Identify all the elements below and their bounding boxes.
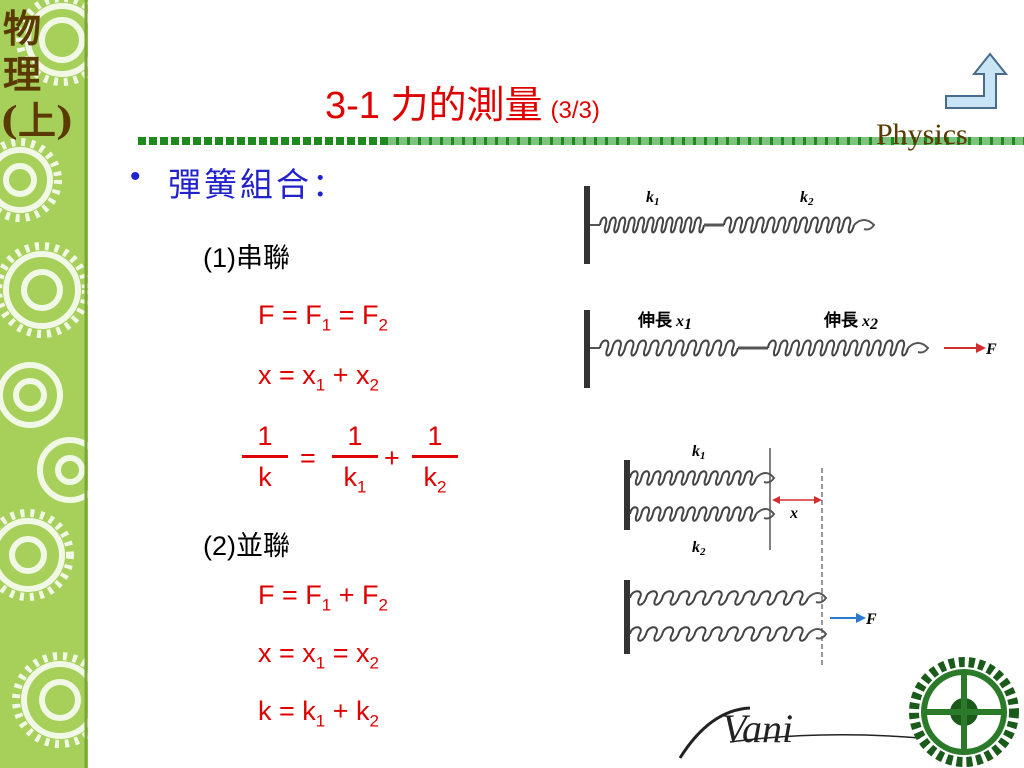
gear-pattern-decoration: [0, 0, 88, 768]
spring-stretched-1: [599, 339, 739, 357]
parallel-springs-diagram: k1 x k2 F: [624, 443, 877, 668]
brand-label: Physics: [876, 118, 968, 151]
parallel-spring-constant-equation: k = k1 + k2: [258, 696, 379, 731]
parallel-label: (2)並聯: [203, 531, 290, 561]
parallel-spring-bottom-1: [629, 590, 809, 606]
plus-sign: +: [384, 443, 400, 473]
label-force: F: [985, 341, 997, 358]
label-force: F: [865, 611, 877, 628]
bullet-marker: •: [130, 160, 141, 193]
logo-text: Vani: [722, 706, 793, 751]
series-force-equation: F = F1 = F2: [258, 300, 388, 335]
label-x: x: [789, 505, 798, 522]
equals-sign: =: [300, 443, 316, 473]
parallel-spring-bottom-2: [629, 626, 809, 642]
parallel-spring-top-1: [629, 470, 757, 486]
label-k1: k1: [646, 189, 660, 208]
label-k2: k2: [692, 539, 706, 558]
parallel-spring-top-2: [629, 506, 757, 522]
parallel-force-equation: F = F1 + F2: [258, 580, 388, 615]
sidebar-title: 物理(上): [0, 6, 74, 143]
return-arrow-icon[interactable]: [938, 50, 1008, 112]
left-gear-strip: [0, 0, 88, 768]
gear-icon: [909, 657, 1019, 767]
slide-page-indicator: (3/3): [550, 97, 600, 124]
parallel-extension-equation: x = x1 = x2: [258, 638, 379, 673]
spring-k2: [723, 216, 855, 234]
spring-k1: [599, 216, 705, 234]
series-springs-diagram: k1 k2: [584, 186, 876, 264]
vani-logo: Vani: [678, 706, 921, 759]
series-label: (1)串聯: [203, 243, 290, 273]
title-divider-light: [388, 137, 1024, 145]
label-k2: k2: [800, 189, 814, 208]
label-k1: k1: [692, 443, 706, 462]
spring-stretched-2: [767, 339, 909, 357]
slide-title: 3-1 力的測量 (3/3): [325, 74, 600, 129]
series-extension-equation: x = x1 + x2: [258, 360, 379, 395]
section-heading: 彈簧組合：: [168, 165, 348, 204]
slide-title-main: 3-1 力的測量: [325, 85, 543, 127]
